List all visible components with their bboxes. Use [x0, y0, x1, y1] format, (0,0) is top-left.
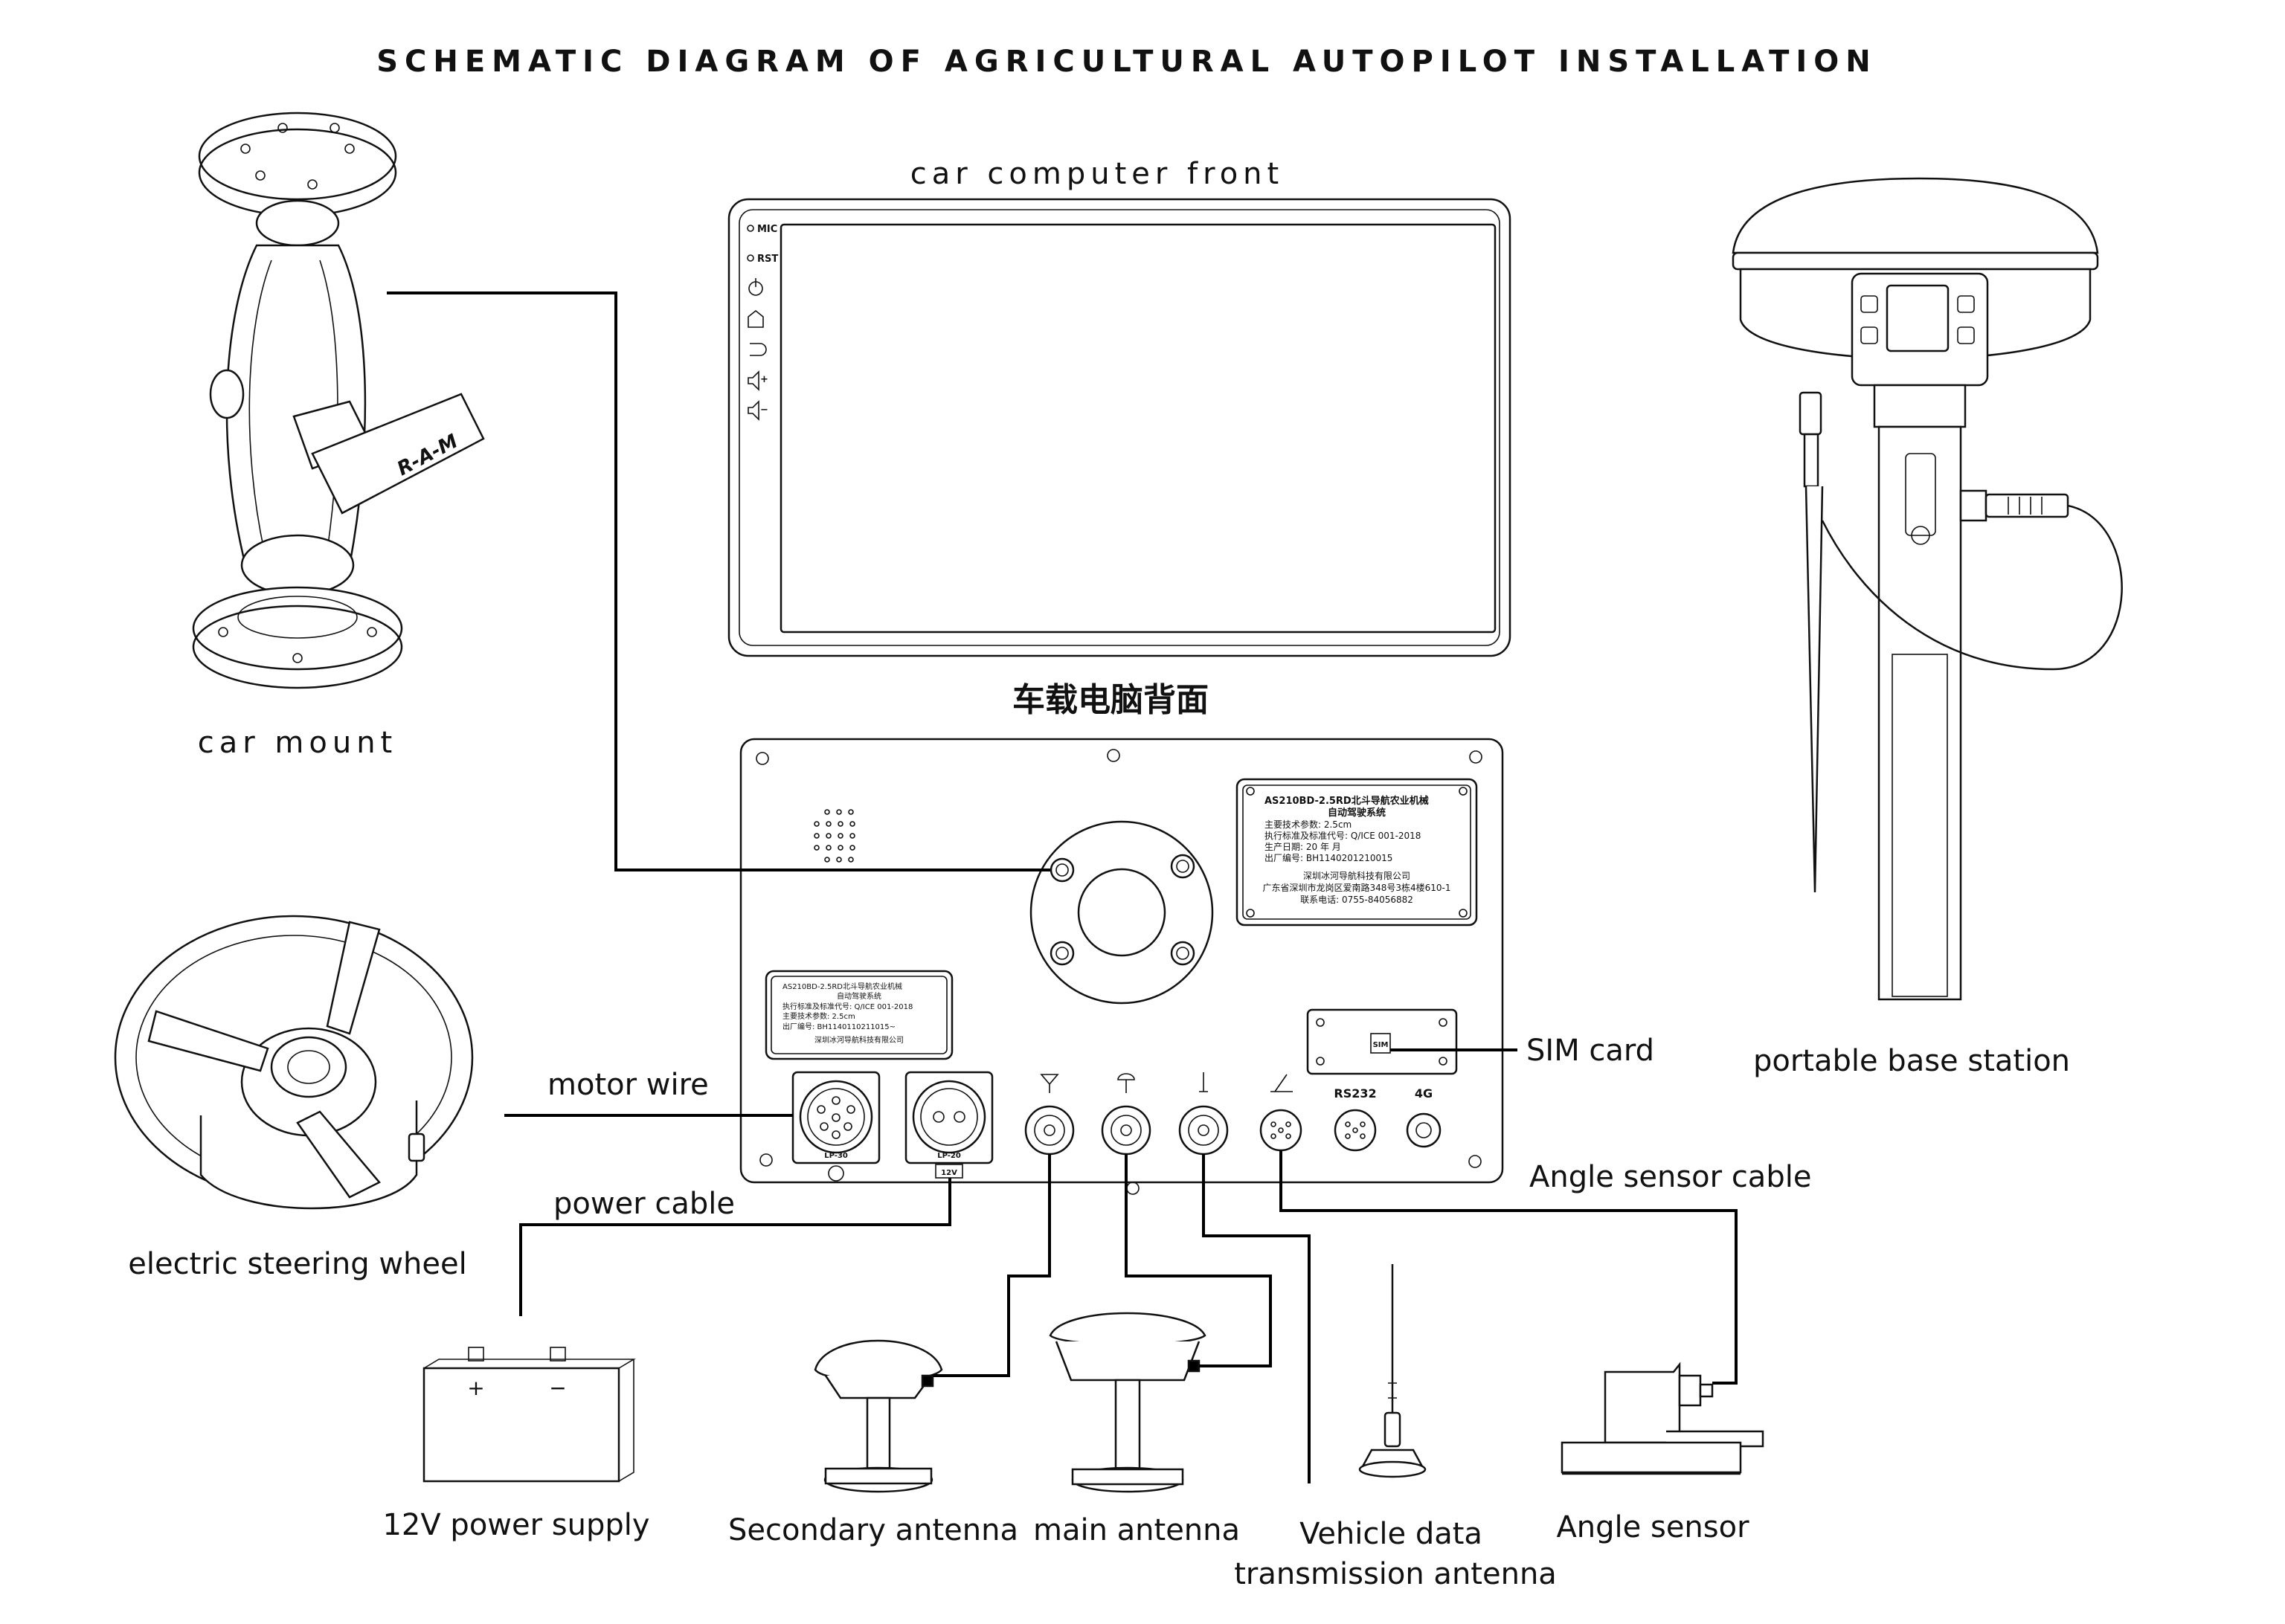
electric-steering-wheel-illustration: [114, 915, 474, 1210]
angle-sensor-illustration: [1561, 1362, 1764, 1475]
svg-text:主要技术参数: 2.5cm: 主要技术参数: 2.5cm: [782, 1011, 855, 1021]
diagram-title: SCHEMATIC DIAGRAM OF AGRICULTURAL AUTOPI…: [376, 45, 1877, 79]
svg-text:出厂编号: BH1140201210015: 出厂编号: BH1140201210015: [1264, 852, 1392, 863]
svg-text:AS210BD-2.5RD北斗导航农业机械: AS210BD-2.5RD北斗导航农业机械: [1264, 795, 1429, 807]
sim-card-slot[interactable]: SIM: [1306, 1008, 1458, 1075]
vehicle-antenna-label-line2: transmission antenna: [1234, 1557, 1557, 1591]
svg-text:自动驾驶系统: 自动驾驶系统: [837, 991, 881, 1001]
portable-base-station-label: portable base station: [1753, 1044, 2070, 1078]
battery-minus-sign: −: [549, 1376, 566, 1400]
mount-disc: [1029, 820, 1214, 1005]
battery-plus-sign: +: [467, 1376, 484, 1400]
connection-wires: [387, 291, 1738, 1483]
car-mount-label: car mount: [198, 726, 398, 760]
mic-label: MIC: [757, 224, 777, 235]
secondary-antenna-wire: [933, 1154, 1051, 1377]
svg-text:执行标准及标准代号: Q/ICE 001-2018: 执行标准及标准代号: Q/ICE 001-2018: [782, 1002, 913, 1011]
secondary-antenna-label: Secondary antenna: [728, 1513, 1018, 1547]
vehicle-data-antenna-illustration: [1358, 1264, 1427, 1478]
rs232-label: RS232: [1334, 1086, 1376, 1101]
svg-text:AS210BD-2.5RD北斗导航农业机械: AS210BD-2.5RD北斗导航农业机械: [782, 982, 902, 991]
angle-sensor-wire: [1279, 1150, 1738, 1385]
4g-port[interactable]: 4G: [1406, 1086, 1442, 1148]
sim-card-label: SIM card: [1526, 1034, 1654, 1068]
svg-text:出厂编号: BH1140110211015~: 出厂编号: BH1140110211015~: [782, 1022, 896, 1031]
nameplate-main: AS210BD-2.5RD北斗导航农业机械 自动驾驶系统 主要技术参数: 2.5…: [1235, 778, 1478, 927]
svg-text:生产日期: 20 年 月: 生产日期: 20 年 月: [1264, 842, 1341, 852]
4g-label: 4G: [1415, 1086, 1433, 1101]
power-icon: [748, 278, 763, 296]
12v-port-label: 12V: [941, 1169, 957, 1177]
svg-text:自动驾驶系统: 自动驾驶系统: [1328, 807, 1386, 819]
portable-base-station-illustration: [1732, 177, 2123, 1001]
computer-back-panel: AS210BD-2.5RD北斗导航农业机械 自动驾驶系统 主要技术参数: 2.5…: [739, 738, 1504, 1195]
motor-wire-label: motor wire: [547, 1068, 709, 1102]
svg-text:深圳冰河导航科技有限公司: 深圳冰河导航科技有限公司: [814, 1035, 904, 1045]
data-antenna-wire: [1202, 1154, 1311, 1483]
volume-up-icon: +: [748, 370, 768, 391]
power-cable-line: [519, 1178, 951, 1316]
vehicle-antenna-label-line1: Vehicle data: [1299, 1517, 1482, 1551]
angle-sensor-label: Angle sensor: [1556, 1510, 1749, 1544]
rst-label: RST: [757, 254, 778, 265]
svg-text:+: +: [760, 374, 768, 385]
power-connector[interactable]: LP-20 12V: [904, 1071, 994, 1179]
mount-to-panel-wire: [387, 291, 1050, 871]
electric-steering-wheel-label: electric steering wheel: [128, 1247, 466, 1281]
svg-text:执行标准及标准代号: Q/ICE 001-2018: 执行标准及标准代号: Q/ICE 001-2018: [1264, 831, 1421, 841]
back-icon: [750, 343, 767, 356]
svg-text:−: −: [760, 405, 768, 416]
secondary-antenna-port[interactable]: [1024, 1074, 1075, 1156]
main-antenna-illustration: [1049, 1312, 1206, 1493]
svg-text:联系电话: 0755-84056882: 联系电话: 0755-84056882: [1300, 895, 1413, 905]
lp30-label: LP-30: [824, 1152, 848, 1160]
sim-port-label: SIM: [1373, 1041, 1389, 1049]
main-antenna-wire: [1125, 1154, 1272, 1367]
main-antenna-label: main antenna: [1033, 1513, 1240, 1547]
computer-front-screen: MIC RST + −: [727, 198, 1511, 657]
computer-back-label: 车载电脑背面: [1012, 681, 1209, 719]
computer-front-label: car computer front: [910, 157, 1284, 191]
angle-sensor-port[interactable]: [1259, 1074, 1302, 1152]
svg-text:广东省深圳市龙岗区爱南路348号3栋4楼610-1: 广东省深圳市龙岗区爱南路348号3栋4楼610-1: [1262, 882, 1450, 893]
home-icon: [748, 309, 764, 328]
battery-illustration: + −: [422, 1347, 636, 1483]
rs232-port[interactable]: RS232: [1334, 1086, 1377, 1152]
svg-text:深圳冰河导航科技有限公司: 深圳冰河导航科技有限公司: [1303, 870, 1410, 881]
car-mount-illustration: R-A-M: [192, 112, 485, 689]
power-cable-label: power cable: [553, 1187, 735, 1221]
speaker-grille: [814, 809, 855, 863]
power-supply-label: 12V power supply: [382, 1508, 649, 1542]
motor-connector[interactable]: LP-30: [791, 1071, 881, 1182]
lp20-label: LP-20: [937, 1152, 961, 1160]
volume-down-icon: −: [748, 400, 768, 421]
angle-sensor-cable-label: Angle sensor cable: [1529, 1160, 1811, 1194]
svg-text:主要技术参数: 2.5cm: 主要技术参数: 2.5cm: [1264, 819, 1352, 830]
nameplate-small: AS210BD-2.5RD北斗导航农业机械 自动驾驶系统 执行标准及标准代号: …: [765, 970, 954, 1060]
secondary-antenna-illustration: [814, 1339, 943, 1493]
